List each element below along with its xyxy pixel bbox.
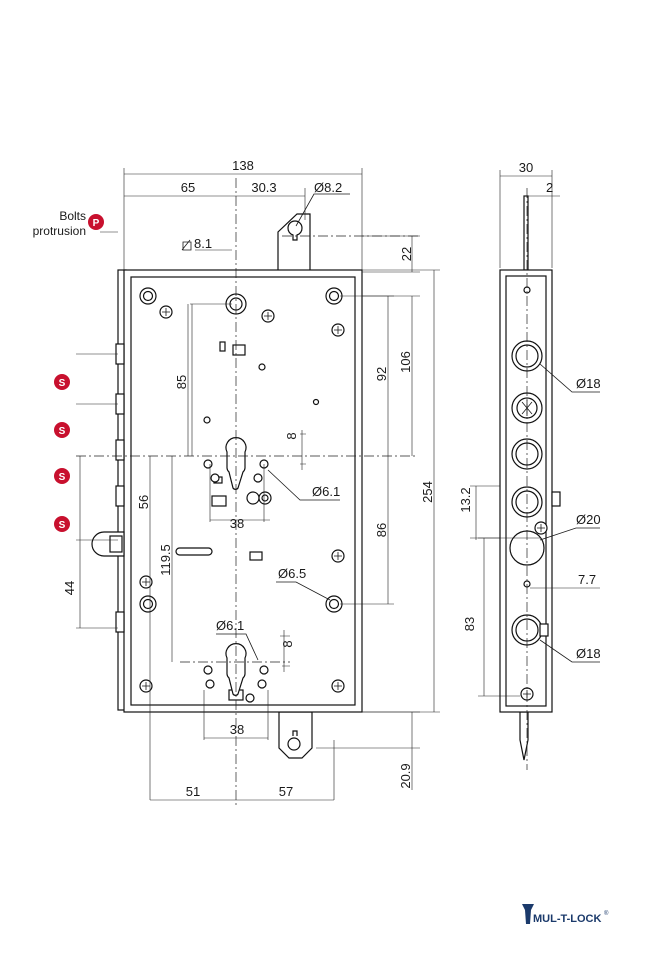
logo-registered: ® [604, 910, 609, 917]
side-dim-bolt-bottom: Ø18 [576, 646, 601, 661]
brand-logo: MUL-T-LOCK ® [522, 904, 609, 925]
side-dim-13-2: 13.2 [458, 487, 473, 512]
dim-fix-hole: Ø6.5 [278, 566, 306, 581]
dim-38-upper: 38 [230, 516, 244, 531]
side-dim-83: 83 [462, 617, 477, 631]
dim-cyl-hole-upper: Ø6.1 [312, 484, 340, 499]
dim-right-offset: 30.3 [251, 180, 276, 195]
dim-20-9: 20.9 [398, 763, 413, 788]
top-hook-hole [287, 220, 303, 241]
dim-119-5: 119.5 [158, 544, 173, 576]
dim-top-hook: 22 [399, 247, 414, 261]
bolts-label-line1: Bolts [59, 209, 86, 223]
upper-cylinder-cutout [225, 437, 247, 490]
screws [139, 305, 345, 693]
dim-44: 44 [62, 581, 77, 595]
dim-overall-width: 138 [232, 158, 254, 173]
dim-cyl-hole-lower: Ø6.1 [216, 618, 244, 633]
dim-254: 254 [420, 481, 435, 503]
dim-square: 8.1 [194, 236, 212, 251]
dim-51: 51 [186, 784, 200, 799]
front-view: 138 65 30.3 Ø8.2 8.1 22 85 92 106 8 Ø6.1… [62, 158, 440, 805]
lock-case [123, 269, 363, 713]
dim-38-lower: 38 [230, 722, 244, 737]
dim-92: 92 [374, 367, 389, 381]
dim-85: 85 [174, 375, 189, 389]
s-badge-icon [54, 516, 70, 532]
side-dim-offset: 2 [546, 180, 553, 195]
s-badge-letter: S [59, 378, 66, 389]
s-badge-icon [54, 374, 70, 390]
s-badge-icon [54, 422, 70, 438]
dim-56: 56 [136, 495, 151, 509]
bottom-hook-hole [287, 730, 301, 751]
s-badge-letter: S [59, 472, 66, 483]
s-badge-letter: S [59, 520, 66, 531]
dim-86: 86 [374, 523, 389, 537]
security-badges: S S S S [54, 374, 70, 532]
logo-text: MUL-T-LOCK [533, 913, 601, 925]
side-dim-7-7: 7.7 [578, 572, 596, 587]
s-badge-letter: S [59, 426, 66, 437]
s-badge-icon [54, 468, 70, 484]
side-view: 30 2 Ø18 13.2 Ø20 7.7 83 Ø18 [458, 160, 601, 770]
dim-8-lower: 8 [280, 640, 295, 647]
side-dim-bolt-top: Ø18 [576, 376, 601, 391]
key-icon [522, 904, 534, 924]
bolts-label-line2: protrusion [33, 224, 86, 238]
dim-hook-hole: Ø8.2 [314, 180, 342, 195]
p-badge-icon [88, 214, 104, 230]
latch [91, 531, 125, 557]
dim-left-offset: 65 [181, 180, 195, 195]
lock-case-inner [130, 276, 356, 706]
bolts-protrusion-label: Bolts protrusion P [33, 209, 104, 238]
top-hook [277, 213, 311, 273]
dim-8-upper: 8 [284, 432, 299, 439]
dim-106: 106 [398, 351, 413, 373]
slot [175, 547, 213, 556]
side-dim-latch: Ø20 [576, 512, 601, 527]
side-dim-width: 30 [519, 160, 533, 175]
p-badge-letter: P [93, 218, 100, 229]
bottom-hook [278, 711, 313, 759]
dim-57: 57 [279, 784, 293, 799]
